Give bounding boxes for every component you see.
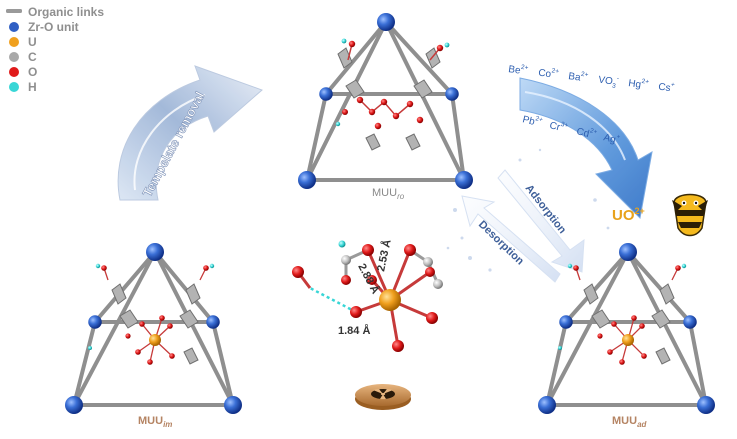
legend-label: Zr-O unit (28, 20, 79, 34)
ion-label: Cr3+ (548, 118, 569, 135)
framework-muu-ro: MUUro (298, 13, 473, 201)
legend-dot-icon (9, 37, 19, 47)
zr-node (298, 171, 316, 189)
uranium-atom (149, 334, 161, 346)
competing-ions: Be2+ Co2+ Ba2+ VO3- Hg2+ Cs+ Pb2+ Cr3+ Cd2+Ag+ (508, 62, 676, 147)
legend-label: Organic links (28, 5, 104, 19)
structure-label-top: MUUro (372, 187, 405, 201)
zr-node (455, 171, 473, 189)
legend-dot-icon (9, 67, 19, 77)
legend-dot-icon (9, 22, 19, 32)
ion-label: Cd2+ (575, 124, 598, 142)
legend-item: C (9, 50, 37, 64)
zr-node (619, 243, 637, 261)
legend-item: O (9, 65, 37, 79)
legend-label: H (28, 80, 37, 94)
zr-node (224, 396, 242, 414)
uranium-coordination-model: 2.53 Å 2.88 Å 1.84 Å (292, 238, 443, 352)
ion-label: Cs+ (658, 80, 676, 95)
uranyl-label: UO2+ (612, 206, 645, 224)
bond-length-a: 2.53 Å (374, 238, 393, 272)
framework-muu-ad: MUUad (538, 243, 715, 429)
template-removal-arrow: Tempelate removal (117, 65, 263, 201)
splash-decoration (446, 148, 610, 272)
legend-dot-icon (9, 82, 19, 92)
structure-label-left: MUUim (138, 415, 172, 429)
uranium-atom (622, 334, 634, 346)
ion-label: Ag+ (602, 130, 621, 147)
bond-length-c: 1.84 Å (338, 324, 370, 337)
legend-bar-icon (6, 9, 22, 13)
zr-node (538, 396, 556, 414)
ion-label: Pb2+ (521, 112, 543, 129)
legend-label: U (28, 35, 37, 49)
zr-node (377, 13, 395, 31)
radiation-icon (355, 384, 411, 410)
legend-label: O (28, 65, 37, 79)
ion-label: Ba2+ (568, 69, 589, 85)
ion-label: Hg2+ (628, 76, 650, 92)
ion-label: VO3- (597, 73, 619, 91)
legend-item: Zr-O unit (9, 20, 79, 34)
bee-mascot-icon (672, 193, 708, 237)
uranium-center (379, 289, 401, 311)
zr-node (65, 396, 83, 414)
ion-arrow (519, 77, 653, 220)
legend-item: U (9, 35, 37, 49)
legend-dot-icon (9, 52, 19, 62)
ion-label: Be2+ (508, 62, 529, 78)
legend-item: H (9, 80, 37, 94)
zr-node (146, 243, 164, 261)
framework-muu-im: MUUim (65, 243, 242, 429)
legend-label: C (28, 50, 37, 64)
ion-label: Co2+ (538, 66, 560, 82)
structure-label-right: MUUad (612, 415, 648, 429)
legend-item: Organic links (6, 5, 104, 19)
zr-node (697, 396, 715, 414)
